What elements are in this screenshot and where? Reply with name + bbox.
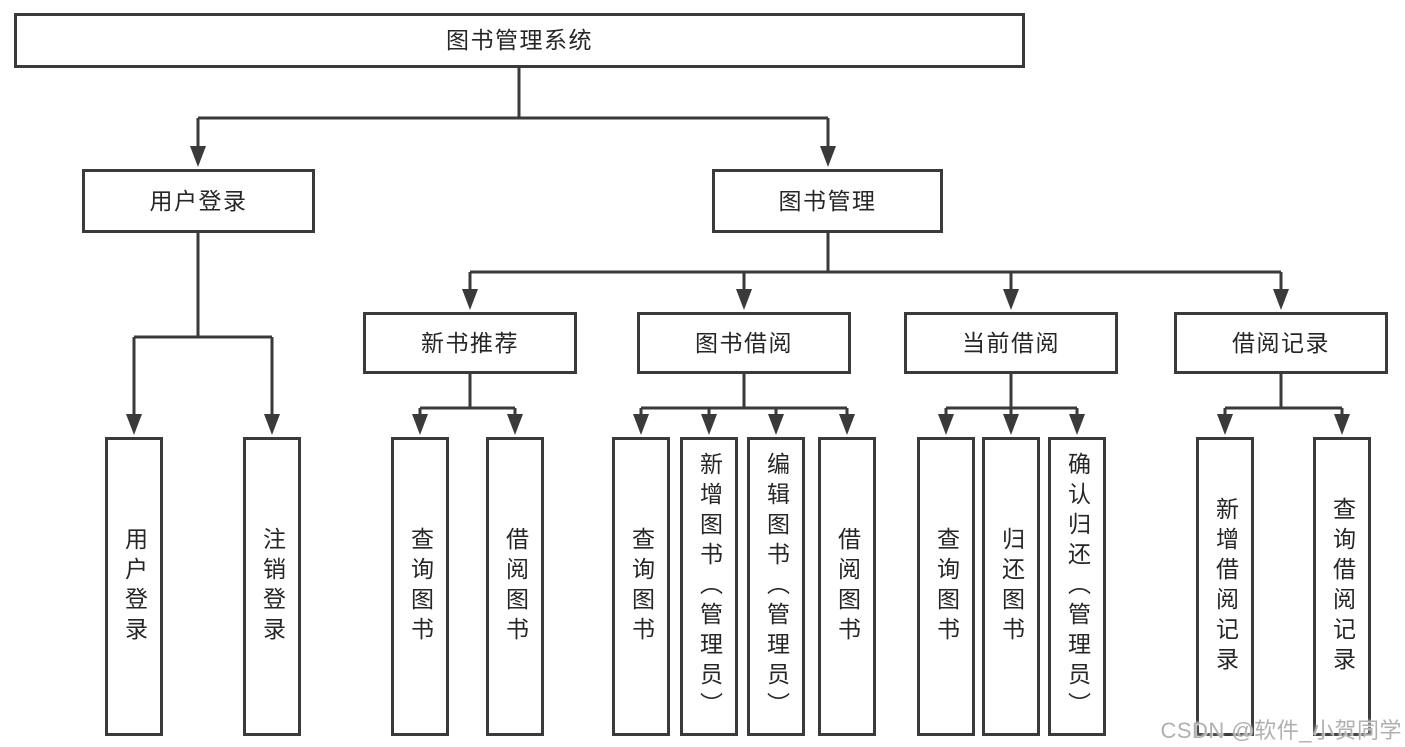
arrow-down-icon (126, 414, 142, 435)
arrow-down-icon (1334, 414, 1350, 435)
arrow-down-icon (768, 414, 784, 435)
node-library-management-system: 图书管理系统 (14, 13, 1025, 68)
node-leaf-records-add-borrow-record: 新增借阅记录 (1196, 437, 1254, 736)
arrow-down-icon (701, 414, 717, 435)
node-new-book-recommendation: 新书推荐 (363, 312, 577, 374)
node-book-management: 图书管理 (712, 169, 943, 233)
arrow-down-icon (839, 414, 855, 435)
node-leaf-borrowing-add-books-admin: 新增图书（管理员） (680, 437, 738, 736)
node-leaf-borrowing-borrow-books: 借阅图书 (818, 437, 876, 736)
arrow-down-icon (938, 414, 954, 435)
arrow-down-icon (264, 414, 280, 435)
arrow-down-icon (1069, 414, 1085, 435)
node-book-borrowing: 图书借阅 (637, 312, 851, 374)
arrow-down-icon (736, 289, 752, 310)
arrow-down-icon (190, 146, 206, 167)
node-leaf-current-search-books: 查询图书 (917, 437, 975, 736)
node-leaf-logout: 注销登录 (243, 437, 301, 736)
node-leaf-current-confirm-return-admin: 确认归还（管理员） (1048, 437, 1106, 736)
arrow-down-icon (507, 414, 523, 435)
node-leaf-user-login: 用户登录 (105, 437, 163, 736)
arrow-down-icon (1003, 289, 1019, 310)
arrow-down-icon (1273, 289, 1289, 310)
node-leaf-recommend-search-books: 查询图书 (391, 437, 449, 736)
node-leaf-borrowing-search-books: 查询图书 (612, 437, 670, 736)
arrow-down-icon (820, 146, 836, 167)
node-leaf-records-search-borrow-record: 查询借阅记录 (1313, 437, 1371, 736)
arrow-down-icon (1003, 414, 1019, 435)
node-leaf-recommend-borrow-books: 借阅图书 (486, 437, 544, 736)
arrow-down-icon (462, 289, 478, 310)
arrow-down-icon (412, 414, 428, 435)
node-leaf-current-return-books: 归还图书 (982, 437, 1040, 736)
connector-lines (134, 68, 1342, 410)
node-user-login: 用户登录 (82, 169, 315, 233)
node-borrowing-records: 借阅记录 (1174, 312, 1388, 374)
arrow-down-icon (633, 414, 649, 435)
arrow-down-icon (1217, 414, 1233, 435)
node-current-borrowing: 当前借阅 (904, 312, 1118, 374)
node-leaf-borrowing-edit-books-admin: 编辑图书（管理员） (747, 437, 805, 736)
